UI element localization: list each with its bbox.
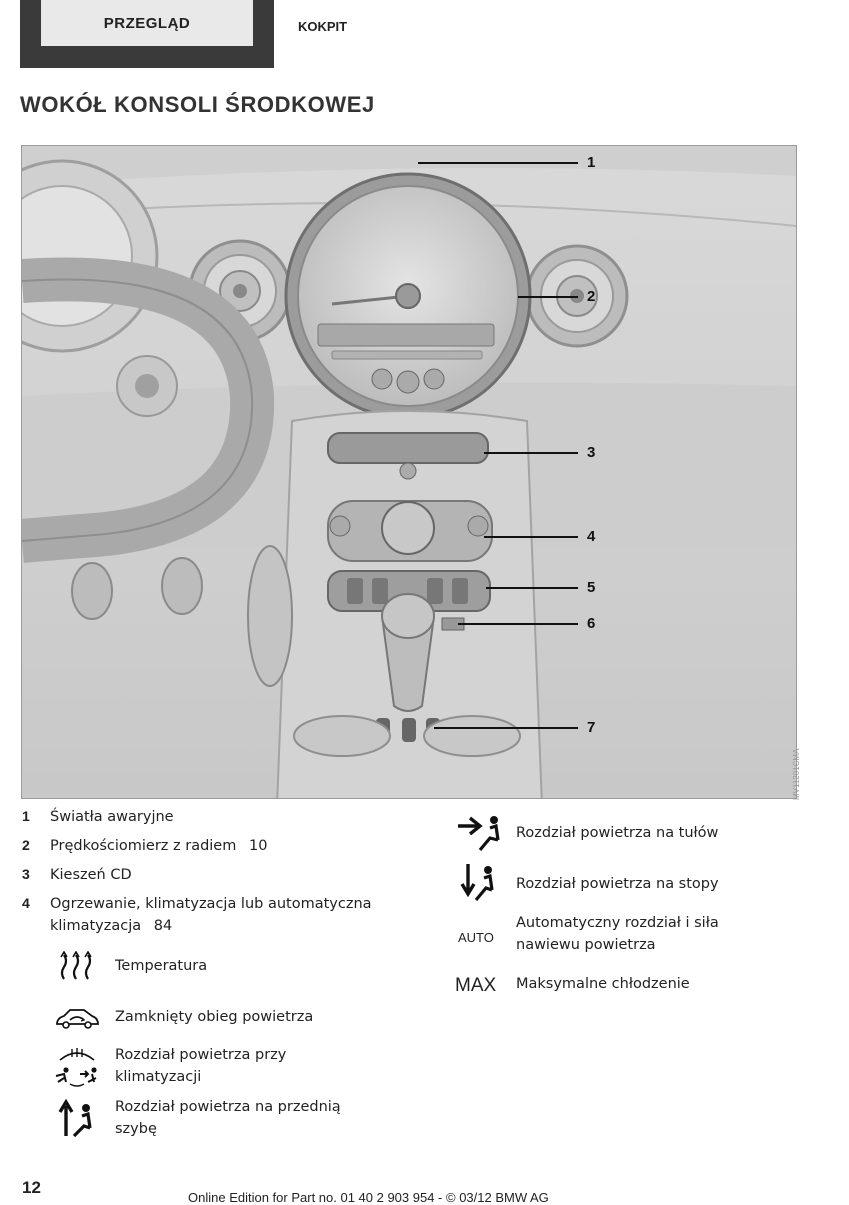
tab-overview[interactable]: PRZEGLĄD — [41, 0, 253, 46]
legend-num-3: 3 — [22, 866, 30, 882]
footwell-air-icon — [460, 864, 494, 902]
legend-sub-text-3b: klimatyzacji — [115, 1069, 202, 1085]
max-badge: MAX — [455, 975, 497, 996]
callout-3: 3 — [587, 444, 596, 461]
callout-6: 6 — [587, 615, 596, 632]
air-distribution-ac-icon — [55, 1048, 97, 1087]
tab-cockpit[interactable]: KOKPIT — [298, 19, 348, 34]
legend-text-4b: klimatyzacja 84 — [50, 915, 172, 937]
callout-2: 2 — [587, 288, 596, 305]
legend-right-text-4: Maksymalne chłodzenie — [516, 976, 690, 992]
legend-sub-text-4b: szybę — [115, 1121, 157, 1137]
callout-1: 1 — [587, 154, 596, 171]
legend-text-1: Światła awaryjne — [50, 809, 174, 825]
legend-right-text-2: Rozdział powietrza na stopy — [516, 876, 719, 892]
callout-4: 4 — [587, 528, 596, 545]
legend-text-2: Prędkościomierz z radiem 10 — [50, 835, 267, 857]
recirculation-icon — [56, 1009, 99, 1029]
legend-sub-text-1: Temperatura — [115, 958, 208, 974]
legend-sub-text-4: Rozdział powietrza na przednią — [115, 1099, 341, 1115]
legend-num-2: 2 — [22, 837, 30, 853]
callout-7: 7 — [587, 719, 596, 736]
legend-sub-text-3: Rozdział powietrza przy — [115, 1047, 287, 1063]
page-title: WOKÓŁ KONSOLI ŚRODKOWEJ — [20, 92, 375, 117]
legend-right-text-3: Automatyczny rozdział i siła — [516, 915, 719, 931]
dashboard-illustration — [22, 146, 796, 798]
temperature-icon — [60, 951, 92, 980]
legend-num-4: 4 — [22, 895, 30, 911]
legend-right-text-1: Rozdział powietrza na tułów — [516, 825, 719, 841]
callout-5: 5 — [587, 579, 596, 596]
page-ref-speedometer[interactable]: 10 — [248, 838, 268, 854]
upper-body-air-icon — [458, 816, 500, 852]
center-console-figure: 1 2 3 4 5 6 7 — [21, 145, 797, 799]
legend-sub-text-2: Zamknięty obieg powietrza — [115, 1009, 314, 1025]
legend-text-2-label: Prędkościomierz z radiem — [50, 838, 237, 854]
footer-edition: Online Edition for Part no. 01 40 2 903 … — [188, 1190, 549, 1205]
legend-text-4: Ogrzewanie, klimatyzacja lub automatyczn… — [50, 896, 372, 912]
legend-text-3: Kieszeń CD — [50, 867, 132, 883]
section-tab-block: PRZEGLĄD — [20, 0, 274, 68]
legend-num-1: 1 — [22, 808, 30, 824]
legend-text-4b-label: klimatyzacja — [50, 918, 142, 934]
page-number: 12 — [22, 1178, 41, 1197]
auto-badge: AUTO — [458, 930, 494, 945]
figure-code: MV11201CMA — [792, 748, 801, 800]
windshield-air-icon — [58, 1098, 92, 1138]
page-ref-climate[interactable]: 84 — [153, 918, 173, 934]
legend-right-text-3b: nawiewu powietrza — [516, 937, 656, 953]
